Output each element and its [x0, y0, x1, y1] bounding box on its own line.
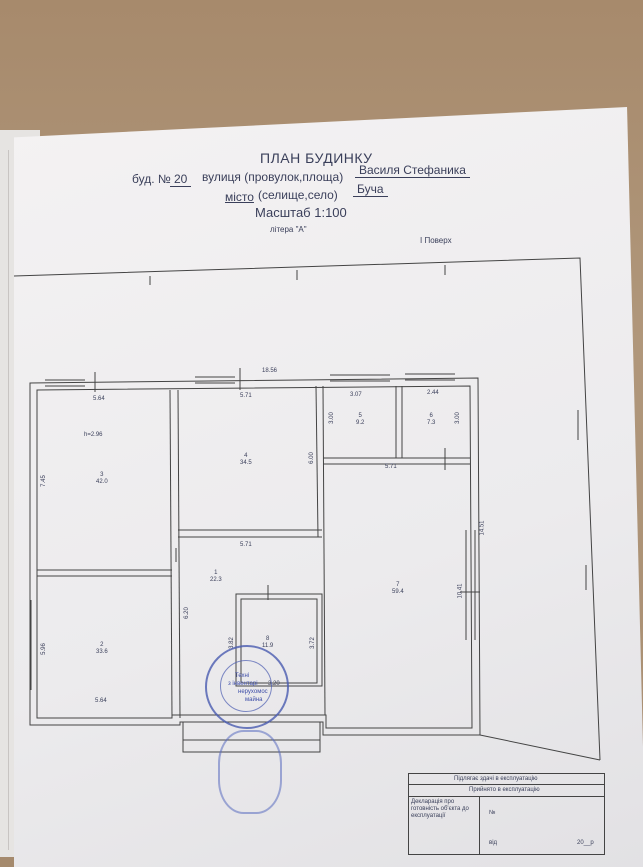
wall-left-column-inner	[177, 389, 181, 719]
table-row2: Прийнято в експлуатацію	[469, 787, 540, 793]
dim-w564b: 5.64	[95, 698, 107, 704]
table-row3: Декларація про готовність об'єкта до екс…	[411, 799, 469, 819]
street-name: Василя Стефаника	[355, 163, 470, 178]
dim-total-width: 18.56	[262, 368, 278, 374]
dim-w571b: 5.71	[385, 464, 397, 470]
wall-room4-right	[315, 385, 319, 538]
dim-h620: 6.20	[183, 607, 190, 619]
dim-w600: 6.00	[308, 452, 315, 464]
document-title: ПЛАН БУДИНКУ	[260, 150, 373, 166]
second-stamp	[218, 730, 282, 814]
dim-w307: 3.07	[350, 392, 362, 398]
official-stamp-inner	[220, 660, 272, 712]
dim-h745: 7.45	[40, 475, 47, 487]
dim-h596: 5.96	[40, 643, 47, 655]
litera-label: літера "А"	[270, 225, 307, 234]
stamp-text-4: майна	[245, 697, 263, 703]
dim-w564a: 5.64	[93, 396, 105, 402]
street-label: вулиця (провулок,площа)	[202, 170, 344, 184]
outer-walls	[29, 377, 481, 736]
dim-w571c: 5.71	[240, 542, 252, 548]
building-label: буд. №	[132, 172, 171, 186]
wall-left-column	[169, 389, 173, 719]
dim-h1041: 10.41	[457, 583, 464, 599]
outer-terrace-outline	[13, 257, 601, 761]
dim-w300b: 3.00	[454, 412, 461, 424]
stamp-text-1: Техні	[235, 673, 250, 679]
city-type-label: (селище,село)	[258, 188, 338, 202]
wall-center-right	[322, 385, 326, 716]
stamp-text-3: нерухомос	[238, 689, 268, 695]
terrace-bottom-line	[479, 734, 601, 761]
floor-label: І Поверх	[420, 236, 452, 245]
city-label: місто	[225, 190, 254, 204]
dim-h1451: 14.51	[479, 520, 486, 536]
stamp-text-2: з інвентарі	[228, 681, 258, 687]
dim-w244: 2.44	[427, 390, 439, 396]
dim-w571a: 5.71	[240, 393, 252, 399]
city-name: Буча	[353, 182, 388, 197]
official-stamp	[205, 645, 289, 729]
acceptance-table: Підлягає здачі в експлуатацію Прийнято в…	[408, 773, 605, 855]
plan-scale: Масштаб 1:100	[255, 205, 347, 220]
table-no-label: №	[489, 810, 496, 816]
paper-sheet	[14, 107, 643, 867]
dim-h372: 3.72	[309, 637, 316, 649]
table-row1: Підлягає здачі в експлуатацію	[454, 776, 538, 782]
table-year: 20__р	[577, 840, 594, 846]
building-number: 20	[170, 172, 192, 187]
inner-walls	[36, 385, 473, 729]
dim-w300a: 3.00	[328, 412, 335, 424]
ceiling-height: h=2.96	[84, 432, 103, 438]
table-from-label: від	[489, 840, 498, 846]
